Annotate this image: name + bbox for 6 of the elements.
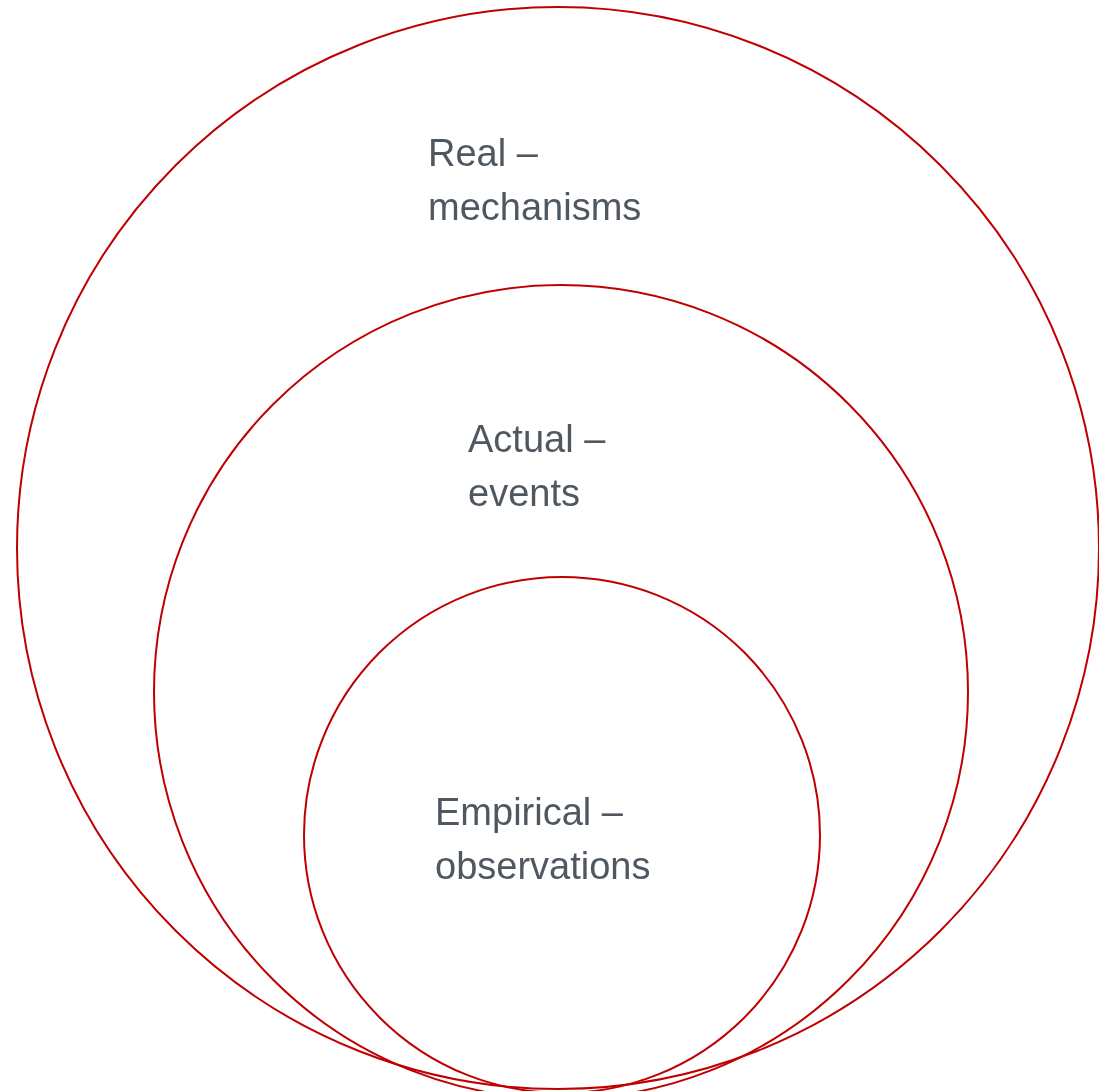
- circle-label: Real – mechanisms: [428, 131, 643, 230]
- circle-label: Empirical – observations: [435, 790, 652, 889]
- circle: [153, 284, 969, 1091]
- circle: [16, 6, 1099, 1090]
- circle-label: Actual – events: [468, 417, 607, 516]
- circle: [303, 576, 821, 1091]
